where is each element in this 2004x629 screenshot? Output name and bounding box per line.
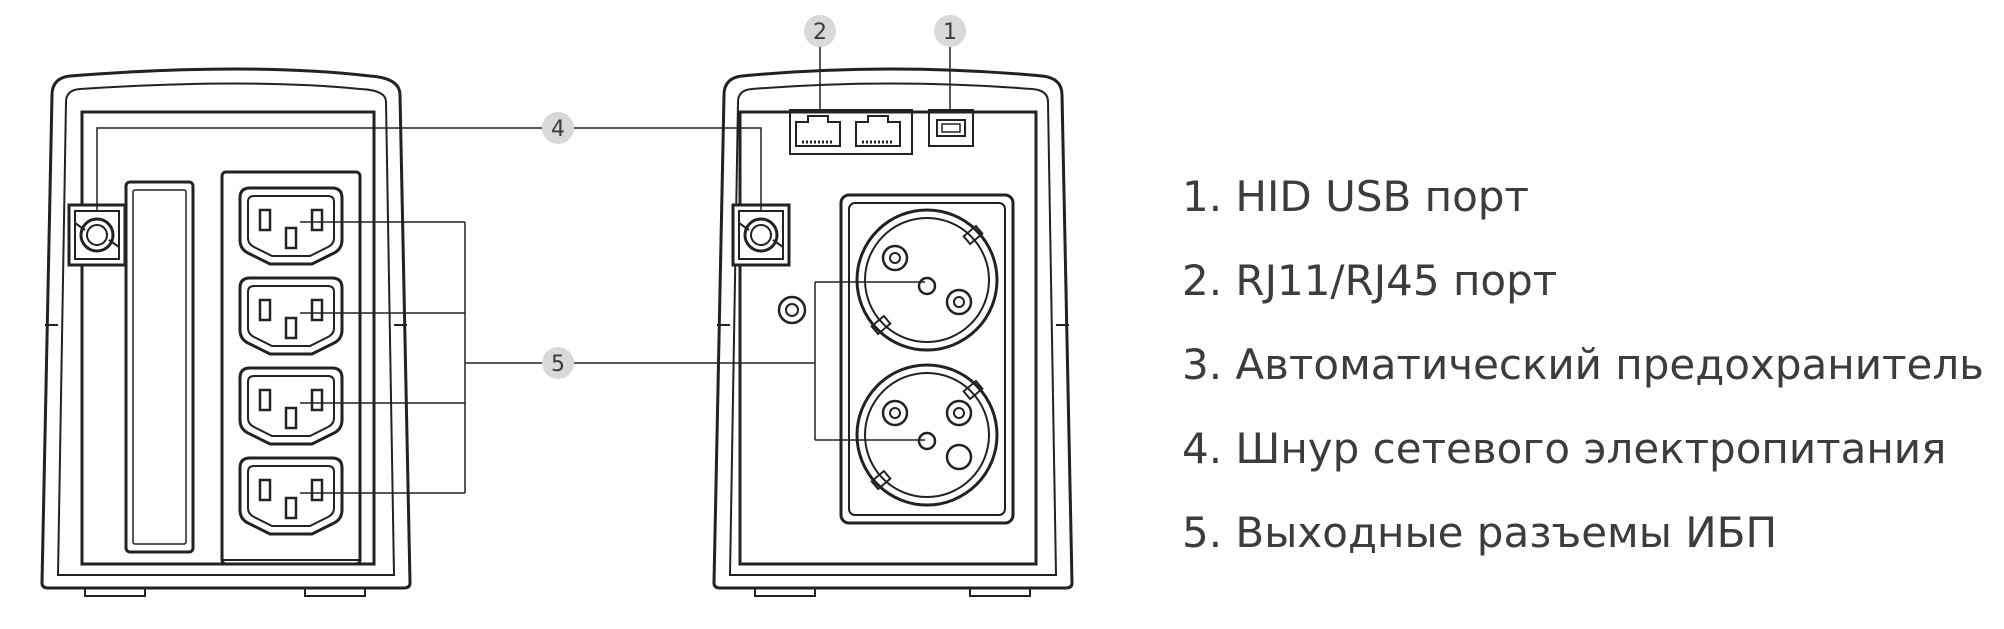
legend-list: 1. HID USB порт 2. RJ11/RJ45 порт 3. Авт… — [1182, 168, 1984, 588]
unit-shell-inner — [56, 82, 396, 576]
legend-item-outlets: 5. Выходные разъемы ИБП — [1182, 508, 1778, 557]
unit-foot — [969, 587, 1031, 597]
unit-shell — [712, 67, 1074, 590]
legend-item-breaker: 3. Автоматический предохранитель — [1182, 340, 1984, 389]
unit-shell-inner — [728, 82, 1058, 576]
iec-outlet — [238, 366, 344, 446]
legend-item-power-cord: 4. Шнур сетевого электропитания — [1182, 424, 1947, 473]
rj-ports — [789, 109, 913, 155]
unit-foot — [754, 587, 816, 597]
leader-line-power-cord — [96, 127, 543, 211]
callout-badge-usb: 1 — [934, 15, 966, 47]
ups-unit-iec-outlets — [40, 67, 412, 597]
rj-port-icon — [855, 115, 901, 147]
svg-text:1: 1 — [943, 20, 957, 45]
leader-line-power-cord — [574, 127, 762, 211]
circuit-breaker-icon — [777, 295, 807, 325]
iec-outlet — [238, 186, 344, 266]
schuko-outlet — [855, 363, 999, 507]
iec-outlet-block — [220, 170, 362, 566]
rear-panel — [738, 110, 1038, 566]
leader-lines — [96, 46, 951, 494]
schuko-outlet — [855, 208, 999, 352]
unit-shell — [40, 67, 412, 590]
callout-badge-power-cord: 4 — [542, 112, 574, 144]
rj-port-icon — [795, 115, 841, 147]
callout-badge-rj: 2 — [804, 15, 836, 47]
vent-slot — [124, 180, 195, 554]
svg-text:4: 4 — [551, 117, 565, 142]
legend-item-rj: 2. RJ11/RJ45 порт — [1182, 256, 1558, 305]
legend-item-usb: 1. HID USB порт — [1182, 172, 1529, 221]
svg-text:5: 5 — [551, 352, 565, 377]
iec-outlet — [238, 276, 344, 356]
unit-foot — [84, 587, 146, 597]
usb-port-icon — [928, 109, 974, 147]
schuko-outlet-block — [839, 193, 1015, 525]
svg-text:2: 2 — [813, 20, 827, 45]
unit-foot — [304, 587, 366, 597]
power-cord-icon — [731, 203, 791, 267]
ups-unit-schuko-outlets — [712, 67, 1074, 597]
power-cord-icon — [67, 203, 127, 267]
iec-outlet — [238, 456, 344, 536]
callout-badge-outlets: 5 — [542, 347, 574, 379]
